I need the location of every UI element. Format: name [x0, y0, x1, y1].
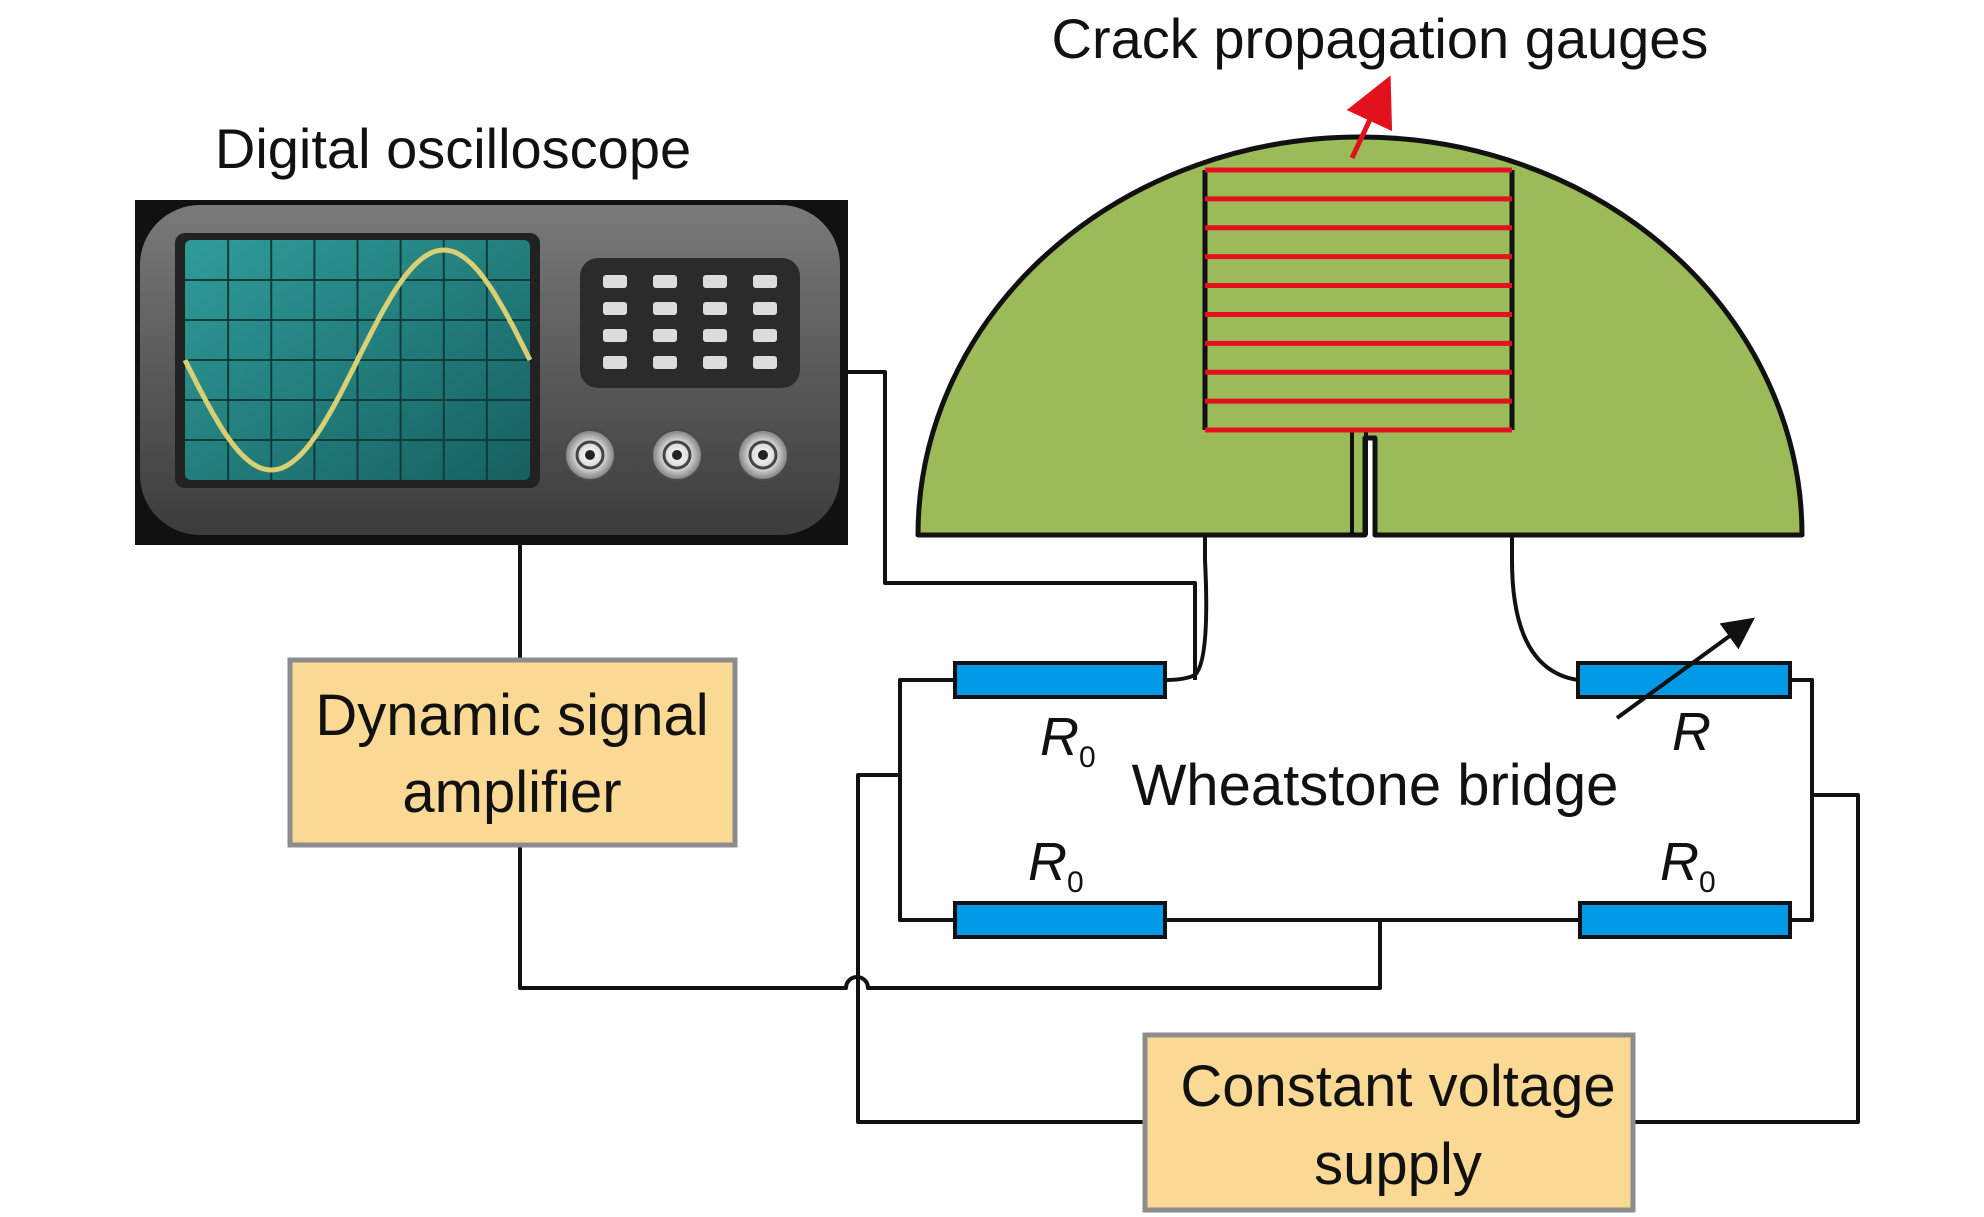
- resistor-top-left-symbol: R: [1040, 707, 1079, 767]
- resistor-bottom-left-symbol: R: [1028, 832, 1067, 892]
- keypad-key: [603, 356, 627, 369]
- resistor-top-right-symbol: R: [1672, 702, 1711, 762]
- oscilloscope-knobs: [564, 429, 789, 481]
- oscilloscope-keys: [603, 275, 777, 369]
- keypad-key: [653, 329, 677, 342]
- keypad-key: [603, 275, 627, 288]
- keypad-key: [603, 329, 627, 342]
- wire-bridge-right: [1790, 678, 1814, 922]
- amplifier-label-line1: Dynamic signal: [315, 683, 708, 748]
- wire-bridge-right-to-supply: [1633, 793, 1860, 1124]
- resistor-bottom-right-subscript: 0: [1699, 866, 1716, 899]
- bridge-title: Wheatstone bridge: [1132, 753, 1619, 818]
- gauge-frame: [1202, 170, 1515, 430]
- wire-gauge-right-lead: [1510, 430, 1579, 682]
- supply-label-line1: Constant voltage: [1180, 1054, 1615, 1119]
- crack-gauge-lines: [1205, 167, 1512, 433]
- amplifier-rect: [287, 657, 738, 848]
- svg-text:R0: R0: [1040, 707, 1096, 774]
- wire-amplifier-to-bridge: [518, 845, 1382, 990]
- oscilloscope-keypad: [580, 258, 800, 388]
- keypad-key: [753, 275, 777, 288]
- resistor-bottom-right-symbol: R: [1660, 832, 1699, 892]
- keypad-key: [703, 356, 727, 369]
- keypad-key: [653, 356, 677, 369]
- oscilloscope-waveform: [182, 247, 533, 473]
- resistor-top-left: R0: [953, 661, 1167, 774]
- specimen-notch: [1350, 432, 1368, 535]
- supply-box: Constant voltage supply: [1142, 1032, 1636, 1213]
- resistor-bottom-left-subscript: 0: [1067, 866, 1084, 899]
- keypad-key: [653, 275, 677, 288]
- svg-text:R: R: [1672, 702, 1711, 762]
- supply-rect: [1142, 1032, 1636, 1213]
- keypad-key: [753, 302, 777, 315]
- keypad-key: [753, 356, 777, 369]
- gauge-arrow: [1346, 75, 1393, 160]
- wire-bridge-left-to-supply: [856, 773, 1145, 1124]
- keypad-key: [603, 302, 627, 315]
- oscilloscope-title: Digital oscilloscope: [215, 117, 691, 180]
- resistor-top-right-variable: R: [1576, 617, 1792, 762]
- keypad-key: [653, 302, 677, 315]
- amplifier-box: Dynamic signal amplifier: [287, 657, 738, 848]
- amplifier-label-line2: amplifier: [402, 760, 621, 825]
- keypad-key: [753, 329, 777, 342]
- svg-text:R0: R0: [1660, 832, 1716, 899]
- resistor-bottom-left: R0: [953, 832, 1167, 939]
- semicircular-specimen: [915, 134, 1805, 538]
- svg-text:R0: R0: [1028, 832, 1084, 899]
- wire-oscilloscope-to-bridge: [848, 370, 1197, 680]
- oscilloscope: [135, 200, 848, 545]
- keypad-key: [703, 329, 727, 342]
- supply-label-line2: supply: [1314, 1132, 1482, 1197]
- wire-bridge-top-left: [898, 678, 955, 922]
- circuit-wires: [518, 370, 1860, 1124]
- gauges-title: Crack propagation gauges: [1052, 7, 1709, 70]
- wire-gauge-left-lead: [1164, 430, 1209, 682]
- keypad-key: [703, 275, 727, 288]
- keypad-key: [703, 302, 727, 315]
- variable-resistor-arrow: [1615, 617, 1755, 720]
- oscilloscope-grid: [185, 240, 530, 480]
- specimen: [915, 75, 1805, 538]
- resistor-top-left-subscript: 0: [1079, 741, 1096, 774]
- resistor-bottom-right: R0: [1578, 832, 1792, 939]
